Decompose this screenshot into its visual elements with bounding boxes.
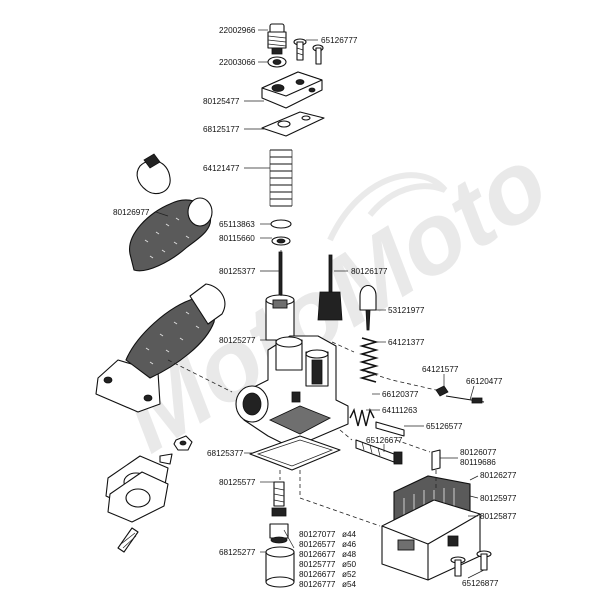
part-label: 80125577 xyxy=(219,478,256,487)
locknut xyxy=(267,56,287,68)
top-cover xyxy=(261,71,323,109)
part-label: 80125877 xyxy=(480,512,517,521)
part-label: 80126177 xyxy=(351,267,388,276)
part-labels: 22002966 65126777 22003066 80125477 6812… xyxy=(113,26,517,588)
part-label: 64121577 xyxy=(422,365,459,374)
part-label: 80126077 xyxy=(460,448,497,457)
jet-holder xyxy=(265,546,295,588)
part-label: 80125377 xyxy=(219,267,256,276)
part-label: 64121477 xyxy=(203,164,240,173)
flange-nuts xyxy=(159,435,193,465)
needle-jet xyxy=(271,481,287,517)
assembly-guides xyxy=(167,250,437,527)
main-jet-size-table: 80127077 ø44 80126577 ø46 80126677 ø48 8… xyxy=(299,530,357,589)
part-label: 68125377 xyxy=(207,449,244,458)
part-label: 64121377 xyxy=(388,338,425,347)
main-jet xyxy=(269,523,289,544)
jet-size: ø50 xyxy=(342,560,357,569)
bowl-screws xyxy=(450,550,492,577)
adjuster-screw xyxy=(267,23,287,55)
part-label: 64111263 xyxy=(382,406,418,415)
part-label: 65126777 xyxy=(321,36,358,45)
spring-seat xyxy=(270,219,292,246)
slide-spring xyxy=(269,149,293,207)
jet-size: ø54 xyxy=(342,580,357,589)
part-label: 68125277 xyxy=(219,548,256,557)
choke-spring xyxy=(359,337,379,383)
part-label: 80119686 xyxy=(460,458,496,467)
intake-hose xyxy=(129,197,213,272)
body-gasket xyxy=(249,435,341,471)
jet-needle xyxy=(278,251,283,301)
part-label: 68125177 xyxy=(203,125,240,134)
part-label: 65126577 xyxy=(426,422,463,431)
leader-lines xyxy=(155,29,485,579)
part-label: 80125477 xyxy=(203,97,240,106)
throttle-slide xyxy=(265,294,295,341)
choke-plunger xyxy=(317,254,377,331)
jet-code: 80126777 xyxy=(299,580,336,589)
part-label: 65126877 xyxy=(462,579,499,588)
hose-clamp xyxy=(136,153,171,195)
part-label: 22003066 xyxy=(219,58,256,67)
carburetor-body xyxy=(235,335,349,449)
float-valve xyxy=(431,449,441,471)
part-label: 66120377 xyxy=(382,390,419,399)
jet-code: 80126677 xyxy=(299,550,336,559)
jet-code: 80126677 xyxy=(299,570,336,579)
stud-bolt xyxy=(117,527,139,553)
float-pin xyxy=(435,385,485,404)
jet-size: ø48 xyxy=(342,550,357,559)
flange-gaskets xyxy=(105,455,169,523)
jet-code: 80126577 xyxy=(299,540,336,549)
manifold xyxy=(95,283,226,413)
part-label: 65126677 xyxy=(366,436,403,445)
part-label: 80126277 xyxy=(480,471,517,480)
part-label: 80125977 xyxy=(480,494,517,503)
top-gasket xyxy=(261,111,325,137)
jet-code: 80125777 xyxy=(299,560,336,569)
part-label: 66120477 xyxy=(466,377,503,386)
part-label: 65113863 xyxy=(219,220,255,229)
jet-size: ø52 xyxy=(342,570,357,579)
part-label: 80115660 xyxy=(219,234,255,243)
main-jet-bolt xyxy=(355,439,403,465)
part-label: 53121977 xyxy=(388,306,425,315)
jet-code: 80127077 xyxy=(299,530,336,539)
part-label: 80126977 xyxy=(113,208,150,217)
jet-size: ø46 xyxy=(342,540,357,549)
top-bolt xyxy=(293,38,324,65)
part-label: 22002966 xyxy=(219,26,256,35)
part-label: 80125277 xyxy=(219,336,256,345)
jet-size: ø44 xyxy=(342,530,357,539)
